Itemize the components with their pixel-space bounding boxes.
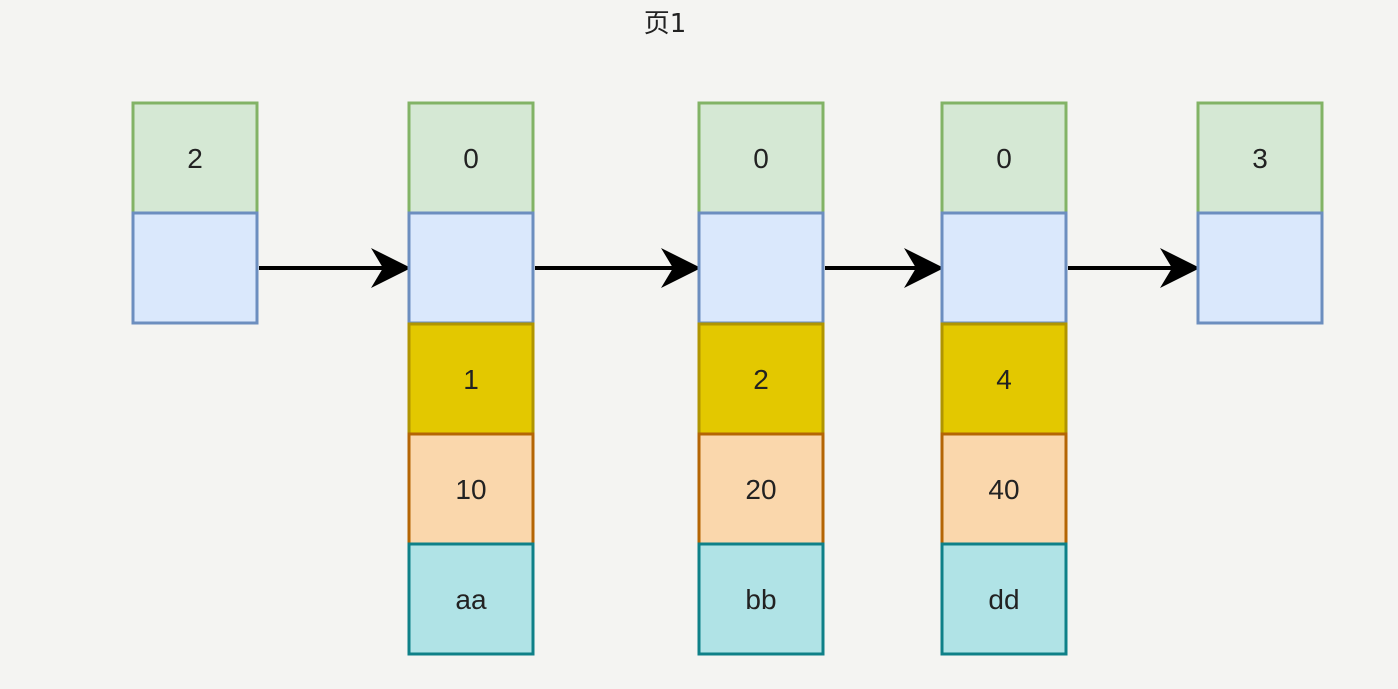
data-cell-label: aa <box>455 584 487 615</box>
header-cell-label: 2 <box>187 143 203 174</box>
key-cell-label: 1 <box>463 364 479 395</box>
value-cell-label: 20 <box>745 474 776 505</box>
key-cell-label: 4 <box>996 364 1012 395</box>
header-cell-label: 0 <box>996 143 1012 174</box>
data-cell-label: bb <box>745 584 776 615</box>
header-cell-label: 3 <box>1252 143 1268 174</box>
data-cell-label: dd <box>988 584 1019 615</box>
key-cell <box>697 322 825 436</box>
header-cell <box>940 101 1068 215</box>
key-cell <box>940 322 1068 436</box>
key-cell-label: 2 <box>753 364 769 395</box>
node-record-3: 0 4 40 dd <box>940 101 1068 656</box>
header-cell <box>1196 101 1324 215</box>
pointer-cell <box>940 211 1068 325</box>
node-record-2: 0 2 20 bb <box>697 101 825 656</box>
pointer-cell <box>1196 211 1324 325</box>
value-cell-label: 40 <box>988 474 1019 505</box>
node-tail: 3 <box>1196 101 1324 325</box>
node-head: 2 <box>131 101 259 325</box>
value-cell <box>940 432 1068 546</box>
value-cell <box>407 432 535 546</box>
header-cell-label: 0 <box>463 143 479 174</box>
pointer-cell <box>407 211 535 325</box>
data-cell <box>697 542 825 656</box>
pointer-cell <box>697 211 825 325</box>
header-cell-label: 0 <box>753 143 769 174</box>
page-title: 页1 <box>644 9 687 39</box>
value-cell <box>697 432 825 546</box>
data-cell <box>407 542 535 656</box>
data-cell <box>940 542 1068 656</box>
node-record-1: 0 1 10 aa <box>407 101 535 656</box>
key-cell <box>407 322 535 436</box>
pointer-cell <box>131 211 259 325</box>
header-cell <box>697 101 825 215</box>
value-cell-label: 10 <box>455 474 486 505</box>
header-cell <box>131 101 259 215</box>
